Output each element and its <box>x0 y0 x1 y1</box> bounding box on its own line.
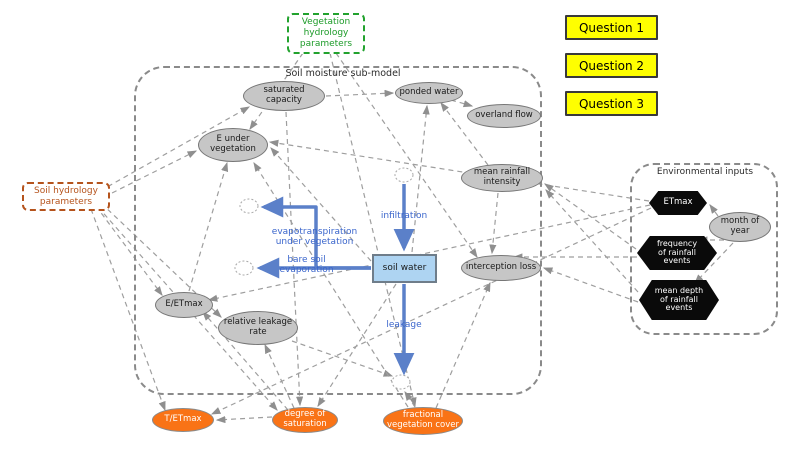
dependency-edge <box>450 99 474 108</box>
node-t-etmax: T/ETmax <box>152 408 214 432</box>
dependency-edge <box>99 106 251 192</box>
node-e-etmax: E/ETmax <box>155 292 213 318</box>
dependency-edge <box>542 267 639 303</box>
environmental-inputs-box <box>630 163 778 335</box>
node-etmax: ETmax <box>649 191 707 215</box>
dependency-edge <box>694 242 734 284</box>
node-ponded-water: ponded water <box>395 82 463 104</box>
dependency-edge <box>268 139 650 202</box>
environmental-inputs-title: Environmental inputs <box>656 167 754 177</box>
dependency-edge <box>435 281 491 409</box>
label-leakage: leakage <box>386 320 422 330</box>
dependency-edge <box>215 415 273 424</box>
dependency-edge <box>544 183 637 250</box>
dependency-edge <box>325 89 395 97</box>
node-overland-flow: overland flow <box>467 104 541 128</box>
node-month-of-year: month of year <box>709 212 771 242</box>
label-bare-soil-evaporation: bare soil evaporation <box>279 255 334 275</box>
dependency-edge <box>253 161 409 408</box>
label-evapotranspiration-under-vegetation: evapotranspiration under vegetation <box>271 227 358 247</box>
submodel-title: Soil moisture sub-model <box>285 68 401 79</box>
dependency-edge <box>188 161 229 292</box>
node-e-under-vegetation: E under vegetation <box>198 128 268 162</box>
node-degree-of-saturation: degree of saturation <box>272 407 338 433</box>
node-fractional-vegetation-cover: fractional vegetation cover <box>383 407 463 435</box>
question-1-button[interactable]: Question 1 <box>565 15 658 40</box>
node-frequency-of-rainfall-events: frequency of rainfall events <box>637 236 717 270</box>
label-infiltration: infiltration <box>380 211 428 221</box>
dependency-edge <box>103 150 198 198</box>
soil-moisture-submodel-box <box>134 66 542 395</box>
soil-hydrology-parameters-box: Soil hydrology parameters <box>22 182 110 211</box>
dependency-edge <box>709 204 719 217</box>
dependency-edge <box>329 52 417 408</box>
dependency-edge <box>404 391 416 408</box>
dependency-edge <box>411 104 430 253</box>
dependency-edge <box>285 111 304 407</box>
node-saturated-capacity: saturated capacity <box>243 81 325 111</box>
node-interception-loss: interception loss <box>461 255 541 281</box>
water-flux-arrow <box>260 196 371 270</box>
node-mean-rainfall-intensity: mean rainfall intensity <box>461 164 543 192</box>
dependency-edge <box>440 102 489 166</box>
question-3-button[interactable]: Question 3 <box>565 91 658 116</box>
question-2-button[interactable]: Question 2 <box>565 53 658 78</box>
dependency-edge <box>270 147 372 262</box>
dependency-edge <box>95 205 163 296</box>
cloud-sink-icon <box>394 167 414 183</box>
node-soil-water: soil water <box>372 254 437 283</box>
cloud-sink-icon <box>234 260 254 276</box>
dependency-edge <box>264 343 295 409</box>
node-mean-depth-of-rainfall-events: mean depth of rainfall events <box>639 280 719 320</box>
dependency-edge <box>207 204 651 302</box>
dependency-edge <box>317 283 397 408</box>
vegetation-hydrology-parameters-box: Vegetation hydrology parameters <box>287 13 365 54</box>
dependency-edge <box>489 192 499 255</box>
node-relative-leakage-rate: relative leakage rate <box>218 311 298 345</box>
dependency-edge <box>545 189 639 293</box>
cloud-sink-icon <box>239 198 259 214</box>
